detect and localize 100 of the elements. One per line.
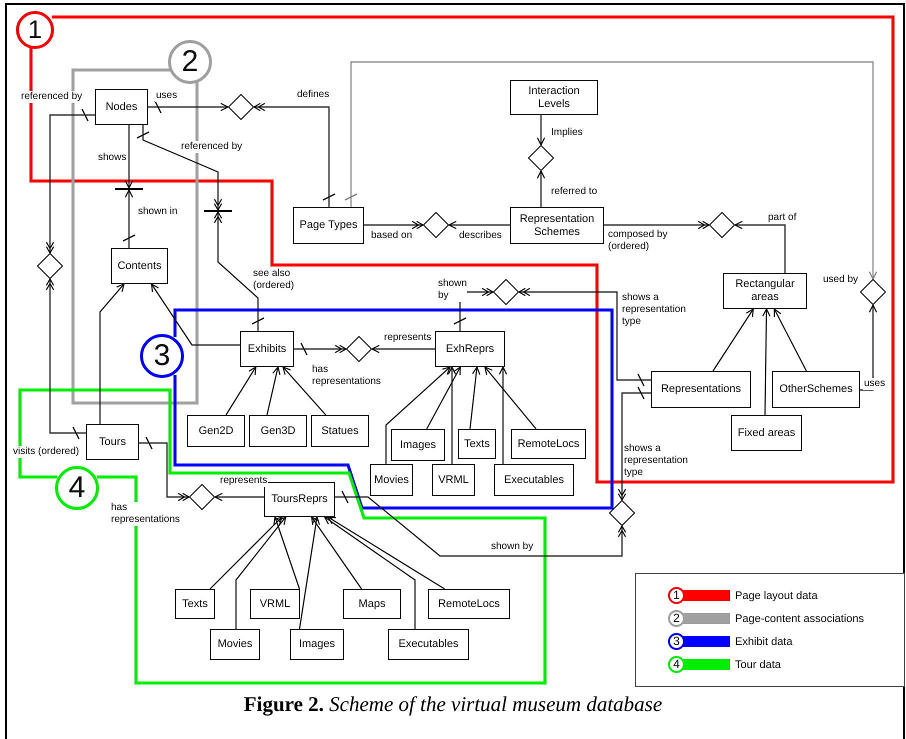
edge-label: shown by <box>437 278 467 302</box>
connector <box>448 366 456 464</box>
relationship-diamond <box>609 500 635 526</box>
connector <box>371 344 435 354</box>
connector <box>253 102 330 207</box>
entity-box: Gen3D <box>249 415 307 447</box>
relationship-diamond <box>37 253 63 279</box>
entity-box: ToursReprs <box>264 482 335 517</box>
edge-label: represents <box>383 332 432 344</box>
relationship-diamond <box>528 145 554 171</box>
connector <box>214 211 259 331</box>
connector <box>99 283 125 424</box>
entity-box: Nodes <box>95 89 148 125</box>
relationship-diamond <box>189 484 215 510</box>
connector <box>235 516 286 629</box>
connector <box>469 366 480 430</box>
edge-label: uses <box>155 90 178 102</box>
connector <box>484 366 537 430</box>
connector <box>385 366 451 464</box>
region-number: 4 <box>55 466 99 510</box>
connector <box>860 304 878 391</box>
legend-number: 1 <box>668 587 685 604</box>
connector <box>774 308 807 372</box>
region-number: 2 <box>168 40 212 84</box>
entity-box: VRML <box>432 464 475 496</box>
connector <box>282 366 326 416</box>
connector <box>124 125 134 189</box>
region-number: 3 <box>140 334 184 378</box>
connector <box>536 170 546 207</box>
entity-box: Movies <box>370 464 413 496</box>
entity-box: Representations <box>651 371 751 408</box>
entity-box: Statues <box>311 415 369 447</box>
legend-label: Page-content associations <box>735 612 864 624</box>
connector <box>214 492 264 502</box>
connector <box>46 114 95 254</box>
entity-box: Representation Schemes <box>510 207 604 244</box>
connector <box>518 288 651 381</box>
edge-label: represents <box>219 475 268 487</box>
connector <box>762 308 771 415</box>
legend-number: 2 <box>668 610 685 627</box>
edge-label: part of <box>767 212 798 224</box>
connector <box>364 220 424 230</box>
connector <box>335 496 626 557</box>
connector <box>124 189 134 248</box>
connector <box>294 344 347 354</box>
connector <box>298 516 320 630</box>
relationship-diamond <box>228 94 254 120</box>
entity-box: Images <box>391 429 445 461</box>
entity-box: Fixed areas <box>731 415 802 451</box>
edge-label: Implies <box>550 127 584 139</box>
relationship-diamond <box>860 279 886 305</box>
figure-caption: Figure 2. Scheme of the virtual museum database <box>244 692 662 716</box>
entity-box: Texts <box>175 589 215 619</box>
entity-box: RemoteLocs <box>511 429 586 459</box>
edge-label: shown by <box>490 541 534 553</box>
connector <box>150 283 240 346</box>
connector <box>324 516 416 629</box>
legend-label: Exhibit data <box>735 636 792 648</box>
connector <box>712 308 754 372</box>
entity-box: Executables <box>388 629 469 660</box>
connector <box>142 125 222 211</box>
entity-box: ExhReprs <box>435 331 505 367</box>
connector <box>311 516 362 590</box>
legend-number: 4 <box>668 656 685 673</box>
relationship-diamond <box>346 336 372 362</box>
connector <box>210 516 283 590</box>
legend-number: 3 <box>668 633 685 650</box>
connector <box>139 442 190 502</box>
entity-box: Maps <box>343 589 401 619</box>
connector <box>226 366 256 416</box>
edge-label: referenced by <box>180 141 244 153</box>
entity-box: Texts <box>458 429 496 459</box>
entity-box: OtherSchemes <box>772 371 860 408</box>
relationship-diamond <box>423 212 449 238</box>
edge-label: referenced by <box>20 91 84 103</box>
entity-box: Interaction Levels <box>510 80 598 115</box>
entity-box: Executables <box>494 464 574 496</box>
connector <box>327 516 446 590</box>
region-number: 1 <box>16 11 54 49</box>
entity-box: Rectangular areas <box>723 273 807 309</box>
entity-box: Movies <box>210 629 260 660</box>
entity-box: Page Types <box>293 207 364 244</box>
connector <box>273 516 300 590</box>
legend-label: Tour data <box>735 658 781 670</box>
connector <box>604 220 710 230</box>
connector <box>426 366 461 430</box>
edge-label: uses <box>863 378 886 390</box>
connector <box>46 278 86 434</box>
connector <box>350 61 878 280</box>
legend-label: Page layout data <box>735 590 818 602</box>
connector <box>148 102 229 112</box>
relationship-diamond <box>493 279 519 305</box>
entity-box: Contents <box>111 248 168 284</box>
relationship-diamond <box>709 212 735 238</box>
connector <box>536 115 546 146</box>
connector <box>266 366 280 416</box>
entity-box: VRML <box>250 589 300 619</box>
entity-box: Images <box>290 629 344 660</box>
entity-box: Exhibits <box>240 331 294 367</box>
edge-label: used by <box>822 274 860 286</box>
